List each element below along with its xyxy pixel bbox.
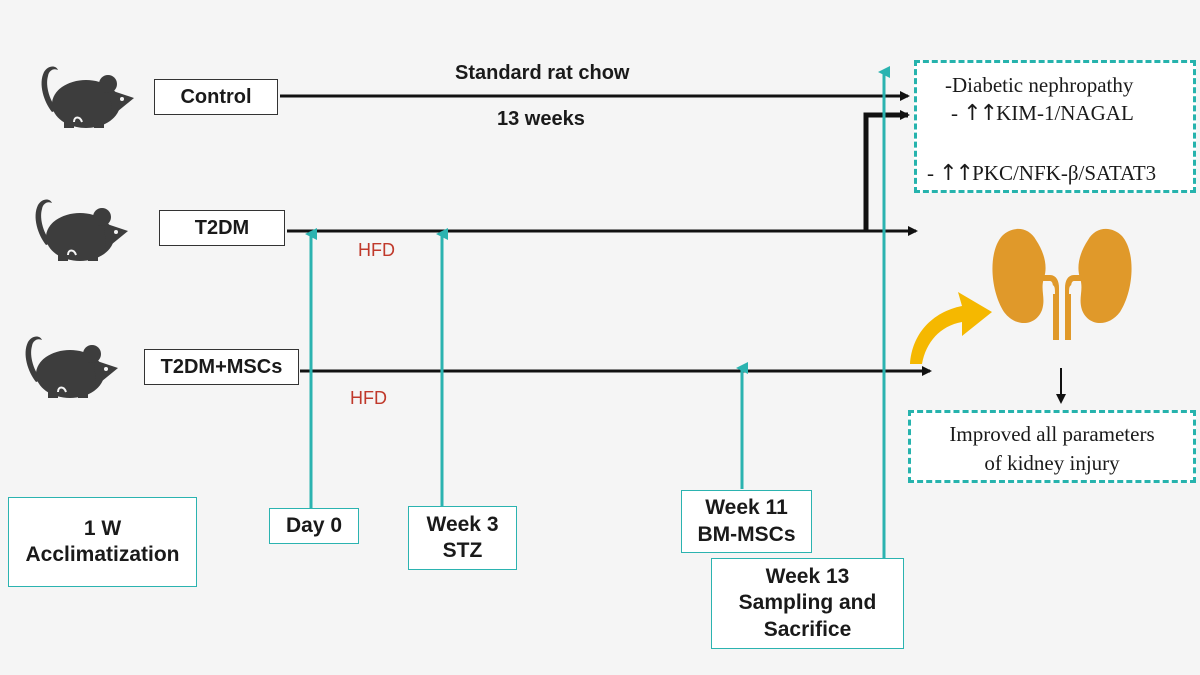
hfd-label-t2dm: HFD bbox=[358, 240, 395, 260]
outcome-pkc-prefix: - bbox=[927, 161, 940, 185]
result-line-1: Improved all parameters bbox=[949, 422, 1155, 446]
outcome-pkc-text: PKC/NFK-β/SATAT3 bbox=[972, 161, 1157, 185]
hfd-label-t2dm-mscs: HFD bbox=[350, 388, 387, 408]
acclimatization-box: 1 W Acclimatization bbox=[8, 497, 197, 587]
week3-line-1: Week 3 bbox=[426, 512, 499, 536]
result-box: Improved all parameters of kidney injury bbox=[908, 410, 1196, 483]
t2dm-mscs-label-box: T2DM+MSCs bbox=[144, 349, 299, 385]
control-label: Control bbox=[180, 85, 252, 108]
acclimatization-line-2: Acclimatization bbox=[25, 543, 180, 566]
t2dm-to-outcome-arrow bbox=[863, 110, 910, 232]
outcome-nephropathy: -Diabetic nephropathy bbox=[945, 73, 1134, 97]
t2dm-label-box: T2DM bbox=[159, 210, 285, 246]
week13-line-2: Sampling and bbox=[738, 591, 877, 615]
week3-line-2: STZ bbox=[442, 539, 483, 562]
week11-line-2: BM-MSCs bbox=[697, 522, 796, 546]
week11-box: Week 11 BM-MSCs bbox=[681, 490, 812, 553]
day0-label: Day 0 bbox=[285, 513, 343, 537]
t2dm-mscs-label: T2DM+MSCs bbox=[160, 355, 283, 378]
up-arrows-icon: ↑↑ bbox=[939, 161, 974, 186]
diet-label: Standard rat chow bbox=[455, 62, 630, 84]
result-line-2: of kidney injury bbox=[984, 451, 1120, 475]
week3-box: Week 3 STZ bbox=[408, 506, 517, 570]
rat-icon bbox=[25, 336, 118, 398]
day0-box: Day 0 bbox=[269, 508, 359, 544]
t2dm-label: T2DM bbox=[194, 216, 250, 239]
week11-line-1: Week 11 bbox=[705, 496, 788, 520]
outcome-kim1: - ↑↑KIM-1/NAGAL bbox=[951, 101, 1134, 126]
up-arrows-icon: ↑↑ bbox=[963, 101, 998, 126]
curved-arrow-icon bbox=[910, 292, 992, 364]
week13-line-3: Sacrifice bbox=[763, 617, 852, 641]
rat-icon bbox=[41, 66, 134, 128]
kidney-icon bbox=[992, 228, 1132, 340]
acclimatization-line-1: 1 W bbox=[83, 516, 122, 540]
outcome-kim1-prefix: - bbox=[951, 101, 964, 125]
control-label-box: Control bbox=[154, 79, 278, 115]
rat-icon bbox=[35, 199, 128, 261]
outcome-kim1-text: KIM-1/NAGAL bbox=[996, 101, 1134, 125]
outcomes-box: -Diabetic nephropathy - ↑↑KIM-1/NAGAL - … bbox=[914, 60, 1196, 193]
outcome-pkc: - ↑↑PKC/NFK-β/SATAT3 bbox=[927, 161, 1156, 186]
week13-box: Week 13 Sampling and Sacrifice bbox=[711, 558, 904, 649]
duration-label: 13 weeks bbox=[497, 108, 585, 130]
week13-line-1: Week 13 bbox=[765, 565, 850, 589]
